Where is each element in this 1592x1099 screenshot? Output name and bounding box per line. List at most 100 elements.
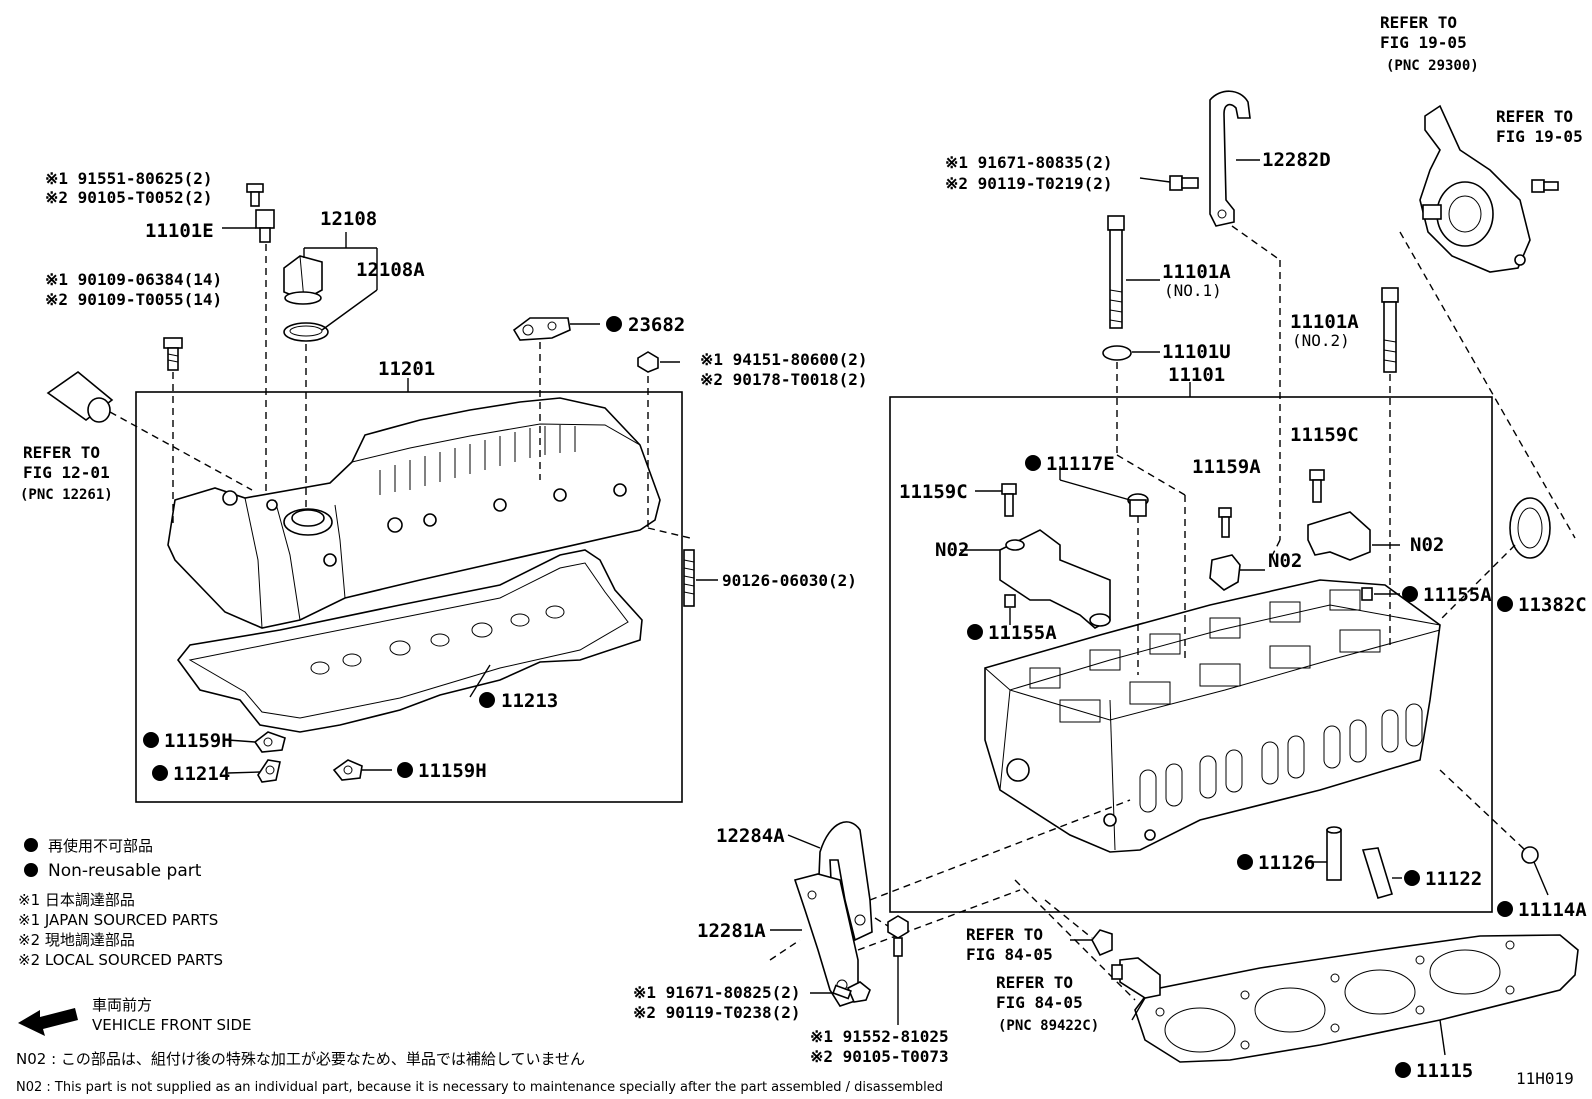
camshaft-bearing-cap-middle <box>1209 554 1241 591</box>
legend-nonreuse-jp: 再使用不可部品 <box>48 837 153 855</box>
legend-s2-jp: ※2 現地調達部品 <box>18 931 135 949</box>
label-12108A: 12108A <box>356 259 425 281</box>
sleeve-11122 <box>1361 847 1394 899</box>
label-refer-12-3: (PNC 12261) <box>20 487 113 503</box>
label-no1: (NO.1) <box>1164 281 1222 300</box>
label-refer-19a-2: FIG 19-05 <box>1380 33 1467 52</box>
camshaft-bearing-cap-right <box>1307 511 1371 561</box>
head-assembly-box <box>889 396 1493 913</box>
label-11114A: 11114A <box>1518 899 1587 921</box>
bolt-11159C-right <box>1309 469 1325 503</box>
legend-front-jp: 車両前方 <box>92 996 152 1014</box>
label-11159C-b: 11159C <box>1290 424 1359 446</box>
dowel-11155A-left <box>1004 594 1016 608</box>
label-nut-94151-1: ※1 94151-80600(2) <box>700 350 868 369</box>
label-refer-84b-2: FIG 84-05 <box>996 993 1083 1012</box>
label-bolt-91551-2: ※2 90105-T0052(2) <box>45 188 213 207</box>
label-refer-19b-1: REFER TO <box>1496 107 1573 126</box>
stud-90126 <box>683 549 695 607</box>
label-11101E: 11101E <box>145 220 214 242</box>
note-n02-en: N02 : This part is not supplied as an in… <box>16 1080 943 1095</box>
label-bolt-90109-2: ※2 90109-T0055(14) <box>45 290 222 309</box>
cover-assembly-box <box>135 391 683 803</box>
camshaft-bearing-cap-left <box>999 529 1111 629</box>
legend-front-en: VEHICLE FRONT SIDE <box>92 1016 252 1034</box>
legend-s2-en: ※2 LOCAL SOURCED PARTS <box>18 951 223 969</box>
label-12284A: 12284A <box>716 825 785 847</box>
label-23682: 23682 <box>628 314 685 336</box>
label-refer-19b-2: FIG 19-05 <box>1496 127 1583 146</box>
legend-s1-en: ※1 JAPAN SOURCED PARTS <box>18 911 218 929</box>
label-11122: 11122 <box>1425 868 1482 890</box>
label-11155A-b: 11155A <box>1423 584 1492 606</box>
label-11201: 11201 <box>378 358 435 380</box>
nut-94151 <box>637 351 659 373</box>
pipe-11126 <box>1326 826 1342 881</box>
label-n02-b: N02 <box>1268 550 1302 572</box>
label-11126: 11126 <box>1258 852 1315 874</box>
washer-11101U <box>1102 345 1132 361</box>
label-refer-19a-1: REFER TO <box>1380 13 1457 32</box>
label-stud-90126: 90126-06030(2) <box>722 571 857 590</box>
head-cover-gasket <box>176 549 643 733</box>
label-bolt-91552-1: ※1 91552-81025 <box>810 1027 949 1046</box>
oil-filler-cap <box>283 255 323 305</box>
label-11213: 11213 <box>501 690 558 712</box>
label-11115: 11115 <box>1416 1060 1473 1082</box>
seal-11159H-a <box>253 731 286 753</box>
label-n02-a: N02 <box>935 539 969 561</box>
sensor-11101E <box>255 209 275 243</box>
ventilation-pipe <box>46 370 114 423</box>
label-refer-84a-2: FIG 84-05 <box>966 945 1053 964</box>
label-11117E: 11117E <box>1046 453 1115 475</box>
label-11101: 11101 <box>1168 364 1225 386</box>
label-11214: 11214 <box>173 763 230 785</box>
label-refer-84b-3: (PNC 89422C) <box>998 1018 1099 1034</box>
label-11101A-2: 11101A <box>1290 311 1359 333</box>
vehicle-front-arrow-icon <box>18 1008 78 1036</box>
temperature-sensor <box>1111 957 1161 999</box>
label-refer-84a-1: REFER TO <box>966 925 1043 944</box>
label-11382C: 11382C <box>1518 594 1587 616</box>
label-bolt-91671-top-2: ※2 90119-T0219(2) <box>945 174 1113 193</box>
cylinder-head <box>984 579 1441 853</box>
label-bolt-91551-1: ※1 91551-80625(2) <box>45 169 213 188</box>
label-refer-19a-3: (PNC 29300) <box>1386 58 1479 74</box>
head-bolt-no1 <box>1107 215 1125 329</box>
legend-nonreuse-en: Non-reusable part <box>48 861 202 881</box>
seal-11214 <box>257 759 281 783</box>
label-11159H-b: 11159H <box>418 760 487 782</box>
bolt-91551 <box>246 183 264 207</box>
legend-s1-jp: ※1 日本調達部品 <box>18 891 135 909</box>
dowel-11155A-right <box>1361 587 1373 601</box>
label-n02-c: N02 <box>1410 534 1444 556</box>
bolt-vacuum-pump <box>1531 179 1559 193</box>
engine-hanger-12282D <box>1209 90 1251 227</box>
label-refer-12-1: REFER TO <box>23 443 100 462</box>
bolt-91671-bottom <box>832 981 871 1003</box>
cylinder-head-gasket <box>1134 934 1579 1063</box>
label-12108: 12108 <box>320 208 377 230</box>
cylinder-head-cover <box>167 397 661 629</box>
bolt-91552 <box>887 915 909 957</box>
gasket-23682 <box>512 317 571 341</box>
label-11101U: 11101U <box>1162 341 1231 363</box>
label-12282D: 12282D <box>1262 149 1331 171</box>
label-11101A-1: 11101A <box>1162 261 1231 283</box>
label-refer-84b-1: REFER TO <box>996 973 1073 992</box>
seal-11159H-b <box>332 759 363 781</box>
note-n02-jp: N02 : この部品は、組付け後の特殊な加工が必要なため、単品では補給していませ… <box>16 1050 585 1068</box>
label-bolt-91671-bottom-1: ※1 91671-80825(2) <box>633 983 801 1002</box>
plug-11117E <box>1127 493 1149 517</box>
bolt-91671-top <box>1169 175 1199 191</box>
callout-labels: 12108 12108A 11101E ※1 91551-80625(2) ※2… <box>20 13 1587 1088</box>
bolt-11159C-left <box>1001 483 1017 517</box>
label-bolt-91671-top-1: ※1 91671-80835(2) <box>945 153 1113 172</box>
oil-seal-11382C <box>1509 497 1551 559</box>
label-11155A-a: 11155A <box>988 622 1057 644</box>
label-bolt-91671-bottom-2: ※2 90119-T0238(2) <box>633 1003 801 1022</box>
plug-11114A <box>1521 846 1539 864</box>
label-11159C-a: 11159C <box>899 481 968 503</box>
vacuum-pump <box>1419 104 1531 273</box>
